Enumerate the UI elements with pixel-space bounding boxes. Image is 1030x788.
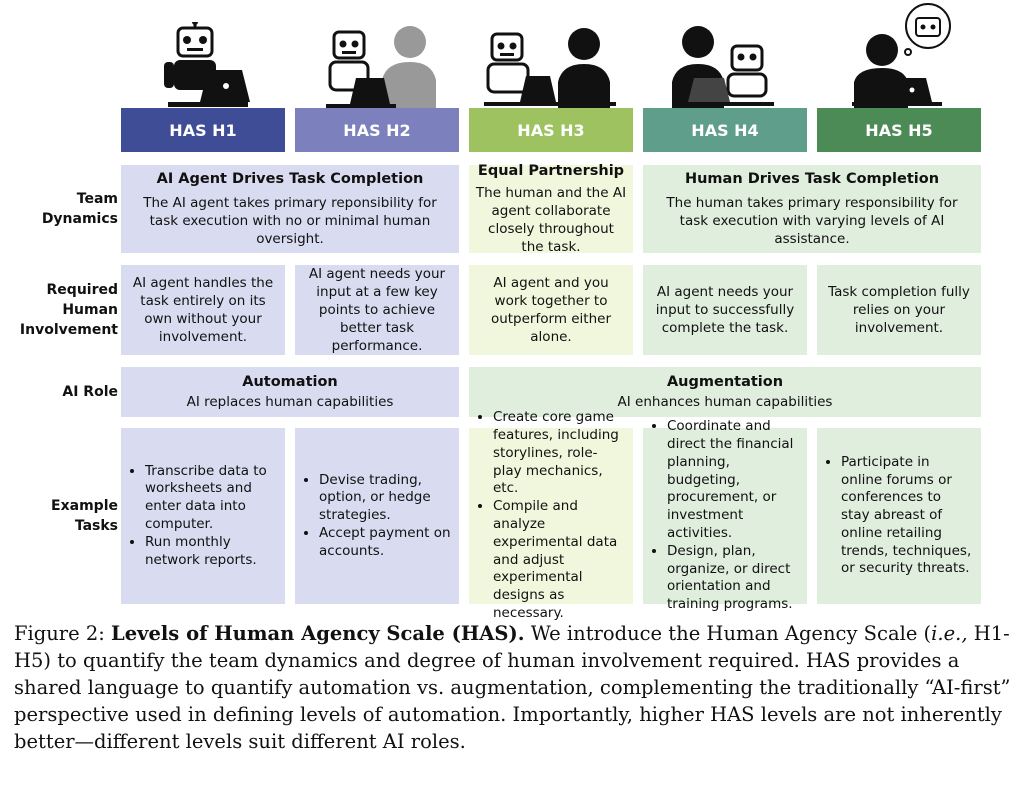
involvement-h1-cell: AI agent handles the task entirely on it… — [121, 265, 285, 355]
task-item: Compile and analyze experimental data an… — [493, 498, 625, 623]
human-with-robot-icon — [672, 26, 774, 108]
tasks-h4-cell: Coordinate and direct the financial plan… — [643, 418, 807, 612]
tasks-h2-cell: Devise trading, option, or hedge strateg… — [295, 428, 459, 604]
team-human-drives-cell: Human Drives Task Completion The human t… — [643, 165, 981, 253]
caption-text-2: H1-H5) to quantify the team dynamics and… — [14, 622, 1011, 753]
task-item: Coordinate and direct the financial plan… — [667, 418, 799, 543]
team-ai-drives-text: The AI agent takes primary reponsibility… — [143, 195, 437, 247]
ai-role-automation-title: Automation — [242, 374, 338, 390]
row-label-ai-role: AI Role — [62, 384, 118, 400]
robot-with-human-icon — [326, 26, 436, 108]
involvement-h2-cell: AI agent needs your input at a few key p… — [295, 265, 459, 355]
team-equal-partnership-title: Equal Partnership — [477, 163, 625, 179]
task-item: Create core game features, including sto… — [493, 409, 625, 498]
task-item: Run monthly network reports. — [145, 534, 277, 570]
ai-role-automation-cell: Automation AI replaces human capabilitie… — [121, 367, 459, 417]
team-ai-drives-title: AI Agent Drives Task Completion — [156, 171, 424, 187]
task-item: Participate in online forums or conferen… — [841, 454, 973, 579]
involvement-h3-cell: AI agent and you work together to outper… — [469, 265, 633, 355]
task-item: Accept payment on accounts. — [319, 525, 451, 561]
robot-with-laptop-icon — [164, 22, 250, 107]
figure-caption: Figure 2: Levels of Human Agency Scale (… — [14, 620, 1018, 755]
level-header-h2: HAS H2 — [295, 108, 459, 152]
level-header-h5: HAS H5 — [817, 108, 981, 152]
level-header-h3: HAS H3 — [469, 108, 633, 152]
level-header-h4: HAS H4 — [643, 108, 807, 152]
involvement-h5-cell: Task completion fully relies on your inv… — [817, 265, 981, 355]
ai-role-augmentation-title: Augmentation — [666, 374, 784, 390]
task-item: Devise trading, option, or hedge strateg… — [319, 472, 451, 525]
ai-role-automation-text: AI replaces human capabilities — [186, 394, 394, 410]
tasks-h1-cell: Transcribe data to worksheets and enter … — [121, 428, 285, 604]
task-item: Design, plan, organize, or direct orient… — [667, 543, 799, 614]
involvement-h4-cell: AI agent needs your input to successfull… — [643, 265, 807, 355]
row-label-team-dynamics: Team Dynamics — [41, 191, 118, 227]
level-header-h1: HAS H1 — [121, 108, 285, 152]
ai-role-augmentation-cell: Augmentation AI enhances human capabilit… — [469, 367, 981, 417]
caption-prefix: Figure 2: — [14, 622, 112, 645]
team-equal-partnership-cell: Equal Partnership The human and the AI a… — [469, 163, 633, 255]
tasks-h5-cell: Participate in online forums or conferen… — [817, 428, 981, 604]
robot-and-human-working-icon — [484, 28, 616, 108]
ai-role-augmentation-text: AI enhances human capabilities — [617, 394, 833, 410]
team-human-drives-text: The human takes primary responsibility f… — [666, 195, 958, 247]
row-label-example-tasks: Example Tasks — [51, 498, 118, 534]
human-thinking-robot-icon — [852, 3, 951, 108]
team-ai-drives-cell: AI Agent Drives Task Completion The AI a… — [121, 165, 459, 253]
caption-title: Levels of Human Agency Scale (HAS). — [111, 622, 525, 645]
tasks-h3-cell: Create core game features, including sto… — [469, 409, 633, 621]
row-label-human-involvement: Required Human Involvement — [19, 282, 118, 338]
team-equal-partnership-text: The human and the AI agent collaborate c… — [475, 185, 627, 255]
caption-italic: i.e., — [931, 622, 968, 645]
caption-text-1: We introduce the Human Agency Scale ( — [524, 622, 932, 645]
task-item: Transcribe data to worksheets and enter … — [145, 463, 277, 534]
team-human-drives-title: Human Drives Task Completion — [684, 171, 940, 187]
